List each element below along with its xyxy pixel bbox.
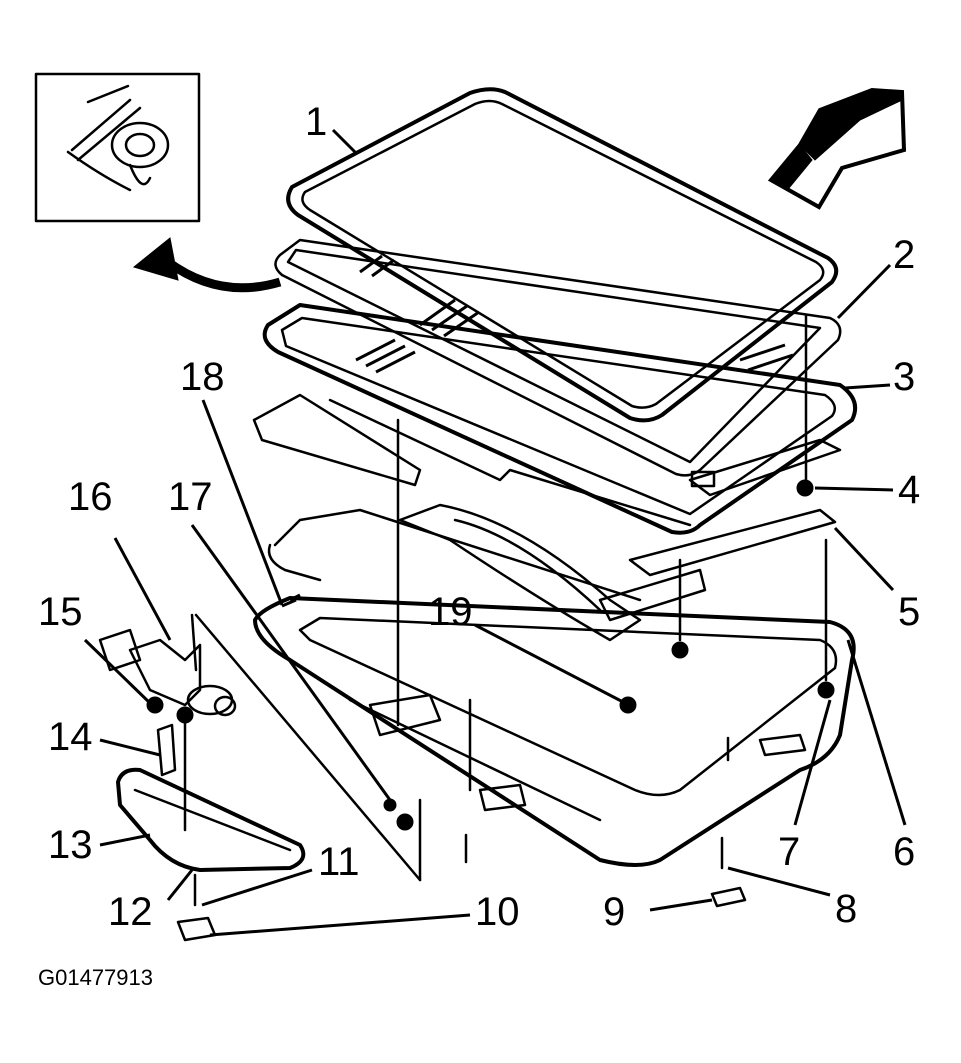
- detail-view-arrow-icon: [132, 237, 282, 293]
- callout-labels: 1 2 3 4 5 6 7 8 9 10 11 12 13 14 15 16 1…: [38, 100, 920, 934]
- callout-8: 8: [835, 887, 857, 931]
- glass-panel: [286, 87, 839, 423]
- sunroof-housing: [253, 508, 856, 867]
- figure-code: G01477913: [38, 965, 153, 990]
- callout-12: 12: [108, 890, 153, 934]
- callout-4: 4: [898, 468, 920, 512]
- alignment-lines: [183, 313, 828, 882]
- callout-2: 2: [893, 233, 915, 277]
- callout-9: 9: [603, 890, 625, 934]
- leader-lines: [83, 128, 907, 937]
- callout-14: 14: [48, 715, 93, 759]
- callout-1: 1: [305, 100, 327, 144]
- guide-rail: [252, 393, 842, 497]
- callout-10: 10: [475, 890, 520, 934]
- side-rail-bracket: [598, 508, 837, 622]
- callout-13: 13: [48, 823, 93, 867]
- callout-3: 3: [893, 355, 915, 399]
- callout-11: 11: [318, 840, 360, 884]
- callout-6: 6: [893, 830, 915, 874]
- sunroof-frame: [262, 303, 857, 535]
- callout-7: 7: [778, 830, 800, 874]
- sunshade-panel: [398, 503, 642, 642]
- callout-17: 17: [168, 475, 213, 519]
- callout-19: 19: [428, 590, 473, 634]
- callout-15: 15: [38, 590, 83, 634]
- callout-16: 16: [68, 475, 113, 519]
- callout-5: 5: [898, 590, 920, 634]
- front-cover-trim: [116, 723, 306, 872]
- callout-18: 18: [180, 355, 225, 399]
- fasteners: [146, 479, 835, 907]
- forward-direction-arrow-icon: [767, 87, 907, 210]
- seal-detail-inset: [34, 72, 201, 223]
